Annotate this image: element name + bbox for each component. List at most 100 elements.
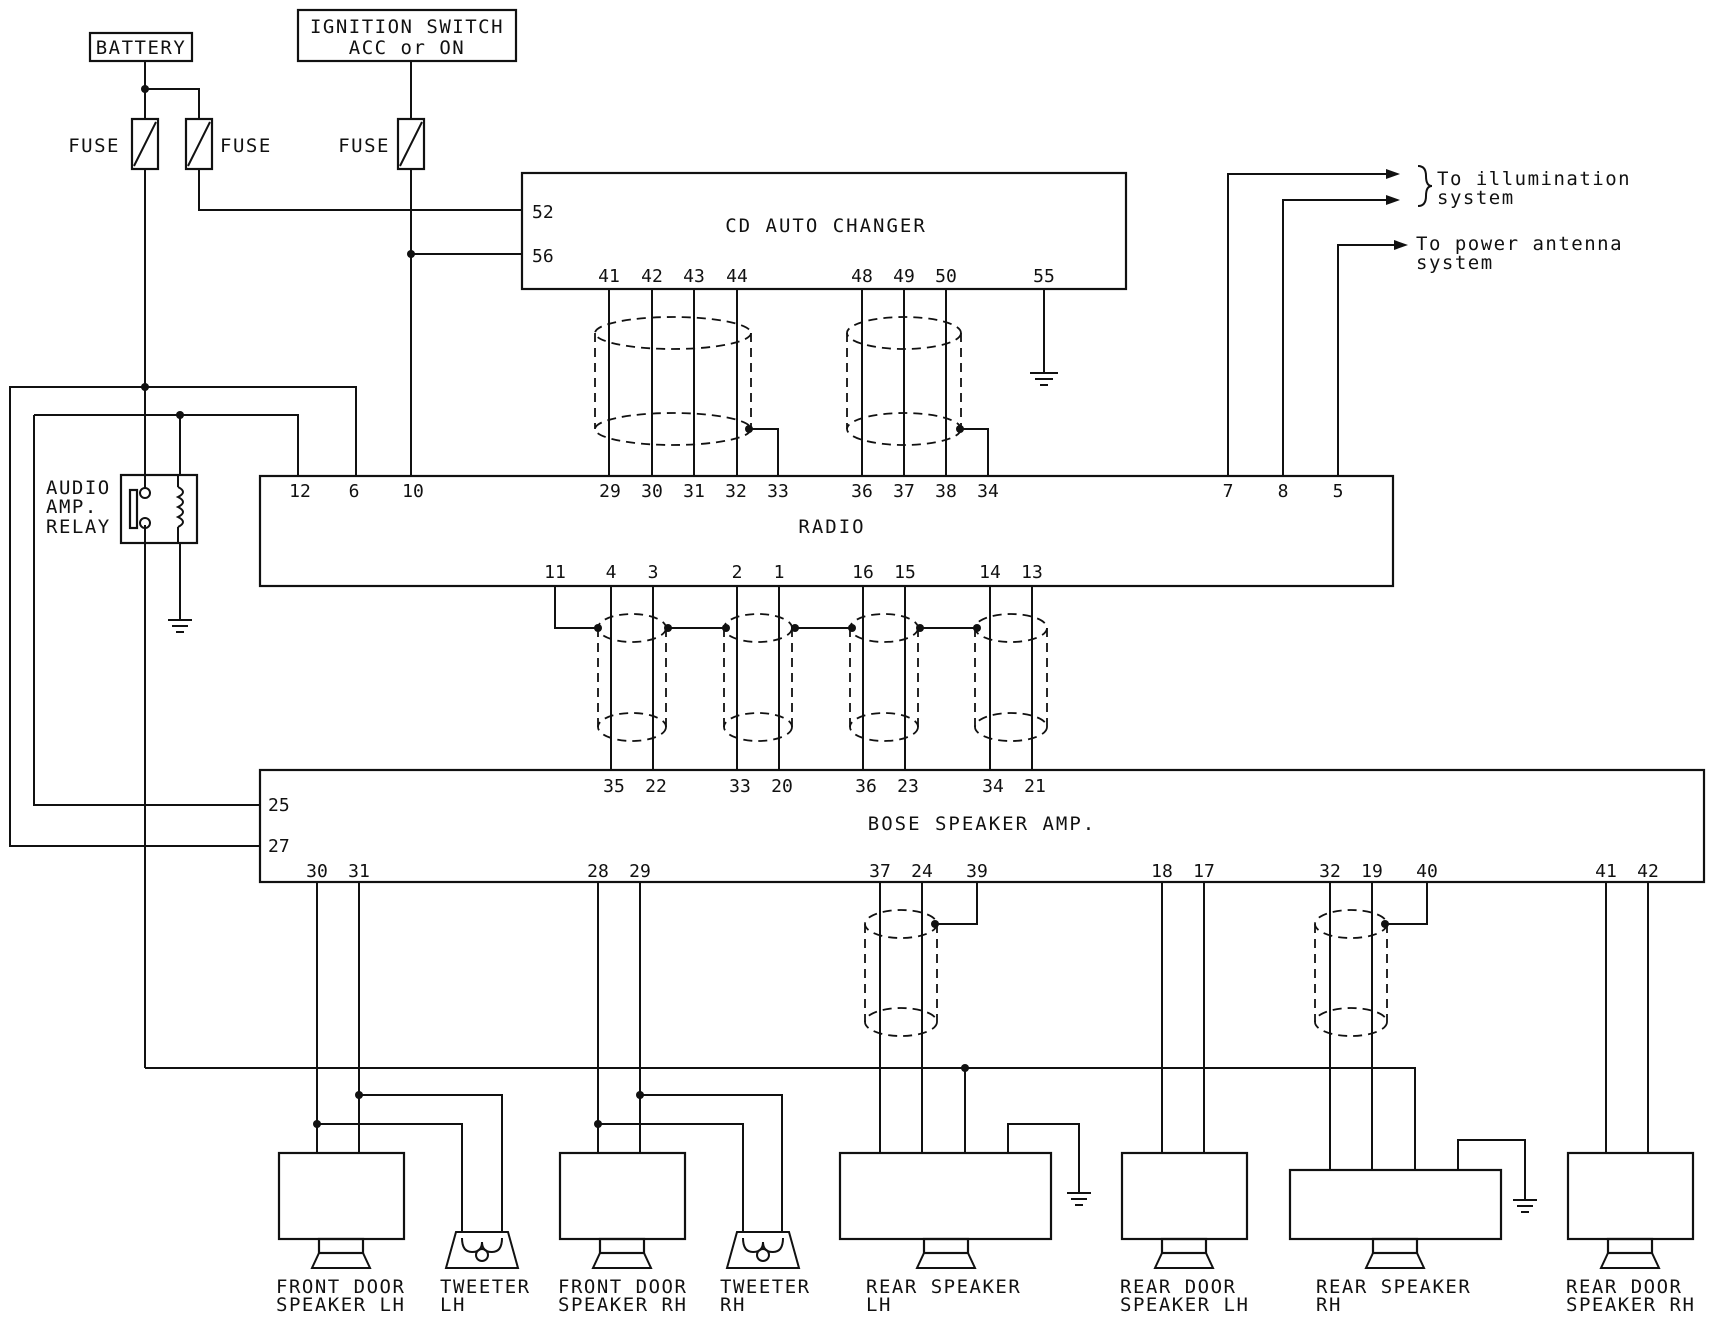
radio-title: RADIO	[798, 516, 865, 538]
tweeter-lh: TWEETER LH	[440, 1231, 531, 1316]
cd-auto-changer: CD AUTO CHANGER 52 56 41 42 43 44 48 49 …	[520, 171, 1128, 291]
speaker-label-1: FRONT DOOR	[558, 1276, 687, 1298]
amp-pin: 17	[1193, 861, 1215, 882]
amp-pin: 40	[1416, 861, 1438, 882]
tweeter-rh: TWEETER RH	[720, 1231, 811, 1316]
speaker-label-2: SPEAKER LH	[276, 1294, 405, 1316]
battery-label: BATTERY	[96, 37, 187, 59]
fuse-1: FUSE	[68, 117, 160, 171]
radio-pin: 38	[935, 481, 957, 502]
radio-pin: 14	[979, 562, 1001, 583]
speaker-rear-lh: REAR SPEAKER LH	[838, 1151, 1053, 1316]
radio-pin: 37	[893, 481, 915, 502]
speaker-label-1: FRONT DOOR	[276, 1276, 405, 1298]
radio-pin: 31	[683, 481, 705, 502]
ground-symbol	[168, 619, 192, 633]
tweeter-label-2: LH	[440, 1294, 466, 1316]
antenna-label-1: To power antenna	[1416, 233, 1623, 255]
fuse-3: FUSE	[338, 117, 426, 171]
speaker-label-2: LH	[866, 1294, 892, 1316]
amp-pin: 34	[982, 776, 1004, 797]
speaker-front-door-lh: FRONT DOOR SPEAKER LH	[276, 1151, 406, 1316]
antenna-label-2: system	[1416, 252, 1494, 274]
speaker-label-1: REAR DOOR	[1566, 1276, 1682, 1298]
radio-pin: 5	[1333, 481, 1344, 502]
amp-pin: 33	[729, 776, 751, 797]
radio-pin: 32	[725, 481, 747, 502]
amp-pin: 21	[1024, 776, 1046, 797]
fuse-2: FUSE	[184, 117, 272, 171]
fuse-2-label: FUSE	[220, 135, 272, 157]
illumination-label-1: To illumination	[1437, 168, 1631, 190]
radio-pin: 1	[774, 562, 785, 583]
relay-label-2: AMP.	[46, 496, 98, 518]
radio-pin: 16	[852, 562, 874, 583]
cd-pin: 43	[683, 266, 705, 287]
speaker-label-2: SPEAKER RH	[1566, 1294, 1695, 1316]
radio-pin: 7	[1223, 481, 1234, 502]
cd-radio-wiring	[594, 289, 1058, 476]
radio-pin: 12	[289, 481, 311, 502]
speaker-rear-door-lh: REAR DOOR SPEAKER LH	[1120, 1151, 1249, 1316]
cd-pin: 48	[851, 266, 873, 287]
radio-pin: 10	[402, 481, 424, 502]
amp-pin: 19	[1361, 861, 1383, 882]
amp-pin: 28	[587, 861, 609, 882]
amp-pin: 25	[268, 795, 290, 816]
cd-pin: 41	[598, 266, 620, 287]
speaker-label-1: REAR SPEAKER	[866, 1276, 1021, 1298]
amp-pin: 36	[855, 776, 877, 797]
amp-pin: 32	[1319, 861, 1341, 882]
radio-pin: 8	[1278, 481, 1289, 502]
amp-pin: 29	[629, 861, 651, 882]
ignition-mode-label: ACC or ON	[349, 37, 465, 59]
speaker-label-2: RH	[1316, 1294, 1342, 1316]
radio-pin: 29	[599, 481, 621, 502]
audio-amp-relay: AUDIO AMP. RELAY	[33, 411, 299, 806]
speaker-label-1: REAR DOOR	[1120, 1276, 1236, 1298]
illumination-label-2: system	[1437, 187, 1515, 209]
tweeter-label-2: RH	[720, 1294, 746, 1316]
amp-pin: 31	[348, 861, 370, 882]
speaker-front-door-rh: FRONT DOOR SPEAKER RH	[558, 1151, 687, 1316]
amp-pin: 22	[645, 776, 667, 797]
amp-pin: 37	[869, 861, 891, 882]
radio-amp-wiring	[554, 586, 1048, 770]
radio-pin: 3	[648, 562, 659, 583]
amp-pin: 35	[603, 776, 625, 797]
ignition-label: IGNITION SWITCH	[310, 16, 504, 38]
speaker-label-2: SPEAKER LH	[1120, 1294, 1249, 1316]
battery-block: BATTERY	[88, 31, 194, 63]
cd-pin: 42	[641, 266, 663, 287]
amp-pin: 42	[1637, 861, 1659, 882]
radio-pin: 30	[641, 481, 663, 502]
radio-pin: 33	[767, 481, 789, 502]
cd-changer-title: CD AUTO CHANGER	[725, 215, 927, 237]
tweeter-label-1: TWEETER	[720, 1276, 811, 1298]
radio-pin: 11	[544, 562, 566, 583]
cd-pin: 44	[726, 266, 748, 287]
cd-pin: 56	[532, 246, 554, 267]
speaker-rear-rh: REAR SPEAKER RH	[1288, 1168, 1503, 1316]
speaker-label-2: SPEAKER RH	[558, 1294, 687, 1316]
cd-pin: 52	[532, 202, 554, 223]
radio-pin: 4	[606, 562, 617, 583]
cd-pin: 50	[935, 266, 957, 287]
ignition-switch-block: IGNITION SWITCH ACC or ON	[296, 8, 518, 63]
radio-pin: 34	[977, 481, 999, 502]
speaker-label-1: REAR SPEAKER	[1316, 1276, 1471, 1298]
amp-pin: 23	[897, 776, 919, 797]
bose-speaker-amp: BOSE SPEAKER AMP. 25 27 35 22 33 20 36 2…	[258, 768, 1706, 884]
amp-pin: 27	[268, 836, 290, 857]
external-outputs: To illumination system To power antenna …	[1227, 165, 1631, 476]
radio-pin: 13	[1021, 562, 1043, 583]
speaker-wiring	[313, 882, 1649, 1232]
amp-pin: 41	[1595, 861, 1617, 882]
fuse-1-label: FUSE	[68, 135, 120, 157]
amp-pin: 18	[1151, 861, 1173, 882]
cd-pin: 55	[1033, 266, 1055, 287]
radio-pin: 6	[349, 481, 360, 502]
tweeter-label-1: TWEETER	[440, 1276, 531, 1298]
power-wiring	[9, 61, 1416, 1170]
